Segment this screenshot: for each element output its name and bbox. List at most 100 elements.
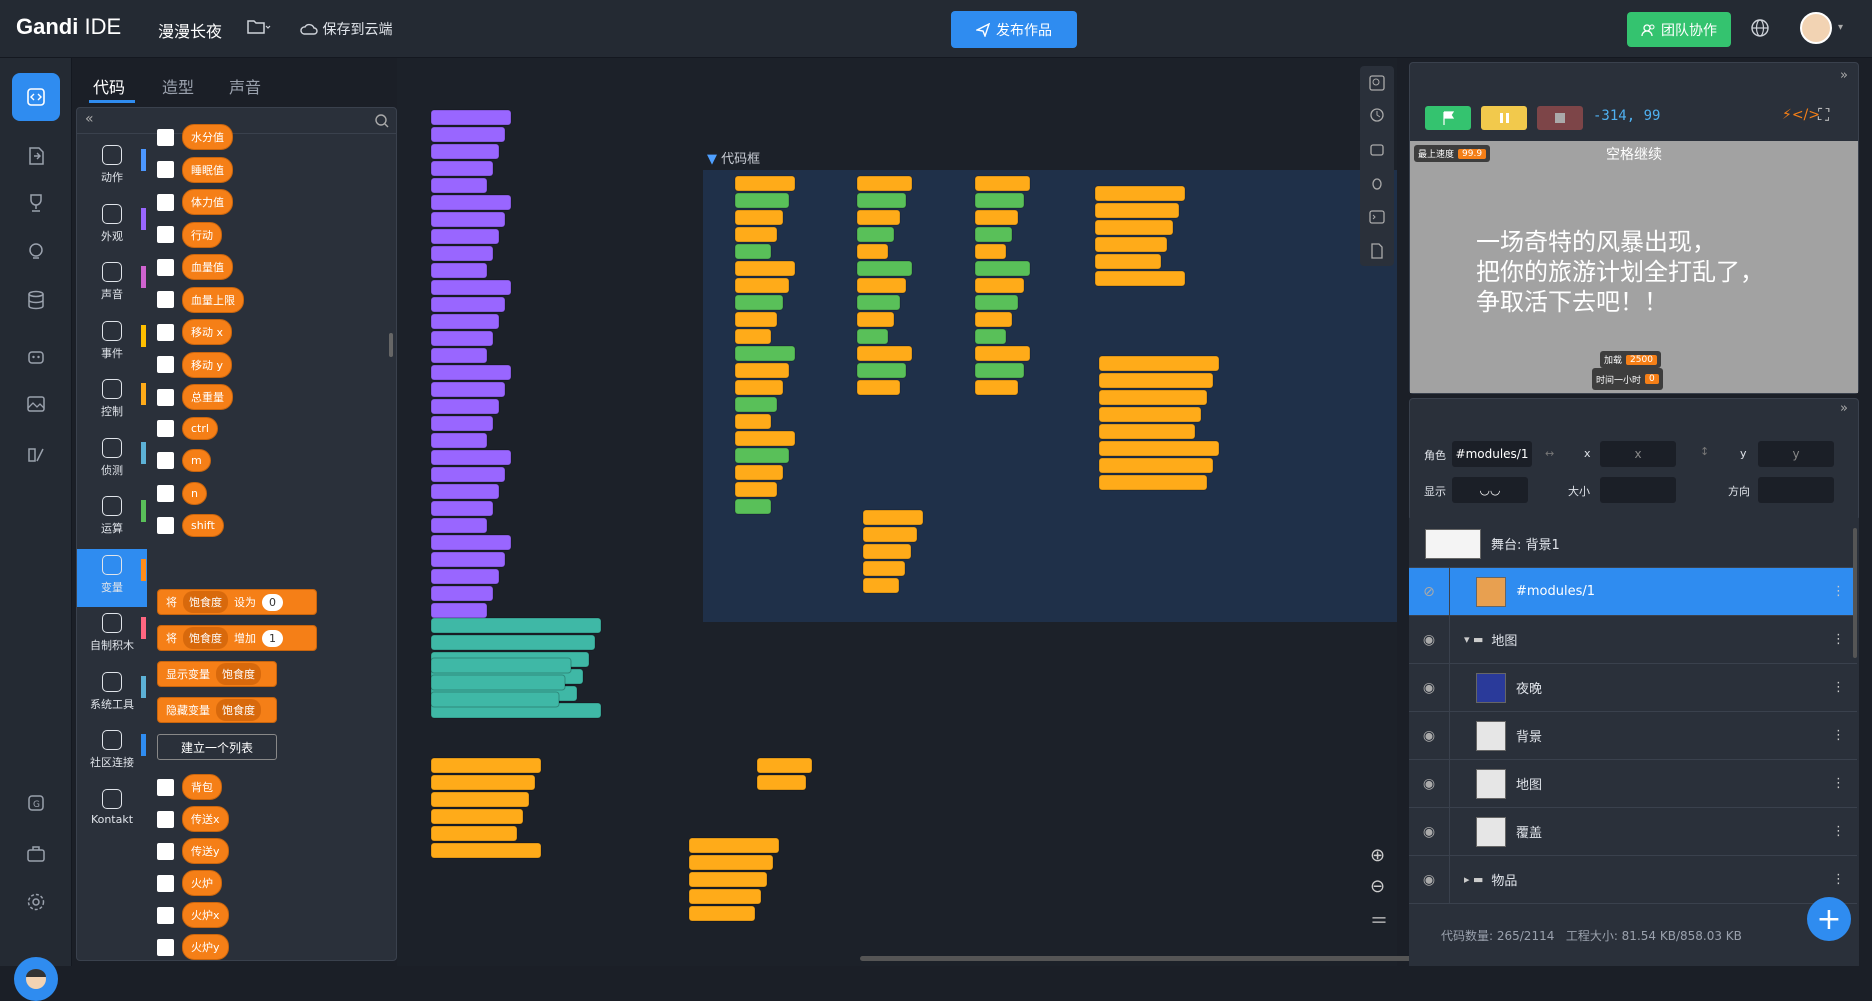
- show-variable-block[interactable]: 显示变量饱食度: [157, 661, 277, 687]
- variable-checkbox[interactable]: [157, 193, 174, 211]
- make-list-button[interactable]: 建立一个列表: [157, 734, 277, 760]
- sprite-list-scrollbar[interactable]: [1853, 528, 1857, 658]
- list-reporter[interactable]: 传送y: [182, 838, 229, 864]
- nav-extensions[interactable]: [12, 228, 60, 276]
- variable-checkbox[interactable]: [157, 161, 174, 178]
- green-flag-button[interactable]: [1425, 106, 1471, 130]
- nav-gallery[interactable]: [12, 380, 60, 428]
- more-options-icon[interactable]: ⋮: [1832, 632, 1845, 647]
- nav-briefcase[interactable]: [12, 830, 60, 878]
- category-1[interactable]: 外观: [77, 198, 147, 250]
- category-10[interactable]: 社区连接: [77, 724, 147, 776]
- script-stack[interactable]: [756, 757, 813, 791]
- list-checkbox[interactable]: [157, 842, 174, 860]
- palette-scrollbar[interactable]: [389, 333, 393, 357]
- category-2[interactable]: 声音: [77, 256, 147, 308]
- variable-reporter[interactable]: m: [182, 449, 211, 472]
- stage-row[interactable]: 舞台: 背景1: [1409, 520, 1857, 568]
- more-options-icon[interactable]: ⋮: [1832, 584, 1845, 599]
- more-options-icon[interactable]: ⋮: [1832, 872, 1845, 887]
- sprite-row[interactable]: ◉覆盖⋮: [1409, 807, 1857, 856]
- category-6[interactable]: 运算: [77, 490, 147, 542]
- category-11[interactable]: Kontakt: [77, 783, 147, 835]
- eye-icon[interactable]: ◉: [1422, 823, 1436, 840]
- script-stack[interactable]: [856, 175, 913, 396]
- x-input[interactable]: x: [1600, 441, 1676, 467]
- variable-reporter[interactable]: 水分值: [182, 124, 233, 150]
- category-8[interactable]: 自制积木: [77, 607, 147, 659]
- list-reporter[interactable]: 背包: [182, 774, 222, 800]
- variable-reporter[interactable]: 移动 y: [182, 351, 233, 378]
- fullscreen-icon[interactable]: ⛶: [1818, 105, 1830, 124]
- search-icon[interactable]: [374, 113, 390, 129]
- script-stack[interactable]: [734, 175, 796, 515]
- script-stack[interactable]: [430, 757, 542, 859]
- variable-reporter[interactable]: 移动 x: [182, 319, 233, 345]
- collapse-right-icon[interactable]: »: [1840, 401, 1848, 416]
- team-button[interactable]: 团队协作: [1627, 12, 1731, 47]
- eye-icon[interactable]: ⊘: [1423, 583, 1435, 600]
- canvas-hscrollbar[interactable]: [860, 956, 1660, 961]
- list-reporter[interactable]: 火炉y: [182, 934, 229, 960]
- script-blocks[interactable]: [397, 58, 1397, 966]
- value-input[interactable]: 0: [262, 593, 283, 611]
- category-5[interactable]: 侦测: [77, 432, 147, 484]
- script-stack[interactable]: [688, 837, 780, 922]
- list-checkbox[interactable]: [157, 938, 174, 956]
- hide-variable-block[interactable]: 隐藏变量饱食度: [157, 697, 277, 723]
- zoom-reset-icon[interactable]: ＝: [1370, 911, 1388, 932]
- nav-g-extension[interactable]: G: [12, 779, 60, 827]
- nav-trophy[interactable]: [12, 179, 60, 227]
- visibility-toggle[interactable]: ◡◡: [1452, 477, 1528, 503]
- project-name[interactable]: 漫漫长夜: [158, 22, 223, 41]
- variable-checkbox[interactable]: [157, 226, 174, 243]
- nav-robot[interactable]: [12, 332, 60, 380]
- nav-brush[interactable]: [12, 430, 60, 478]
- document-icon[interactable]: [1368, 242, 1386, 260]
- tab-costumes[interactable]: 造型: [162, 78, 195, 97]
- add-sprite-button[interactable]: +: [1807, 897, 1851, 941]
- variable-reporter[interactable]: 总重量: [182, 384, 233, 410]
- eye-icon[interactable]: ◉: [1422, 679, 1436, 696]
- script-stack[interactable]: [430, 657, 572, 708]
- more-options-icon[interactable]: ⋮: [1832, 680, 1845, 695]
- turbo-code-icon[interactable]: ⚡</>: [1782, 107, 1821, 123]
- list-reporter[interactable]: 火炉x: [182, 902, 229, 928]
- script-stack[interactable]: [974, 175, 1031, 396]
- variable-checkbox[interactable]: [157, 291, 174, 308]
- find-icon[interactable]: [1368, 74, 1386, 92]
- zoom-in-icon[interactable]: ⊕: [1370, 845, 1386, 866]
- more-options-icon[interactable]: ⋮: [1832, 776, 1845, 791]
- list-checkbox[interactable]: [157, 906, 174, 924]
- more-options-icon[interactable]: ⋮: [1832, 824, 1845, 839]
- more-options-icon[interactable]: ⋮: [1832, 728, 1845, 743]
- eye-icon[interactable]: ◉: [1422, 871, 1436, 888]
- tab-sounds[interactable]: 声音: [229, 78, 262, 97]
- collapse-right-icon[interactable]: »: [1840, 68, 1848, 83]
- pause-button[interactable]: [1481, 106, 1527, 130]
- size-input[interactable]: [1600, 477, 1676, 503]
- stop-button[interactable]: [1537, 106, 1583, 130]
- nav-import[interactable]: [12, 132, 60, 180]
- nav-code-editor[interactable]: [12, 73, 60, 121]
- list-reporter[interactable]: 火炉: [182, 870, 222, 896]
- nav-settings[interactable]: [12, 878, 60, 926]
- folder-icon[interactable]: [246, 18, 272, 40]
- variable-reporter[interactable]: 睡眠值: [182, 156, 233, 183]
- save-cloud-button[interactable]: 保存到云端: [300, 19, 392, 39]
- category-0[interactable]: 动作: [77, 139, 147, 191]
- robot-icon[interactable]: [1368, 140, 1386, 158]
- list-checkbox[interactable]: [157, 810, 174, 828]
- globe-icon[interactable]: [1750, 18, 1770, 42]
- variable-checkbox[interactable]: [157, 258, 174, 276]
- code-canvas[interactable]: ▼ 代码框: [397, 58, 1397, 966]
- user-avatar[interactable]: [1800, 12, 1832, 44]
- terminal-icon[interactable]: [1368, 208, 1386, 226]
- sprite-name-input[interactable]: #modules/1: [1452, 441, 1532, 467]
- eye-icon[interactable]: ◉: [1422, 631, 1436, 648]
- list-reporter[interactable]: 传送x: [182, 806, 229, 832]
- sprite-row[interactable]: ◉背景⋮: [1409, 711, 1857, 760]
- variable-reporter[interactable]: 血量上限: [182, 286, 244, 313]
